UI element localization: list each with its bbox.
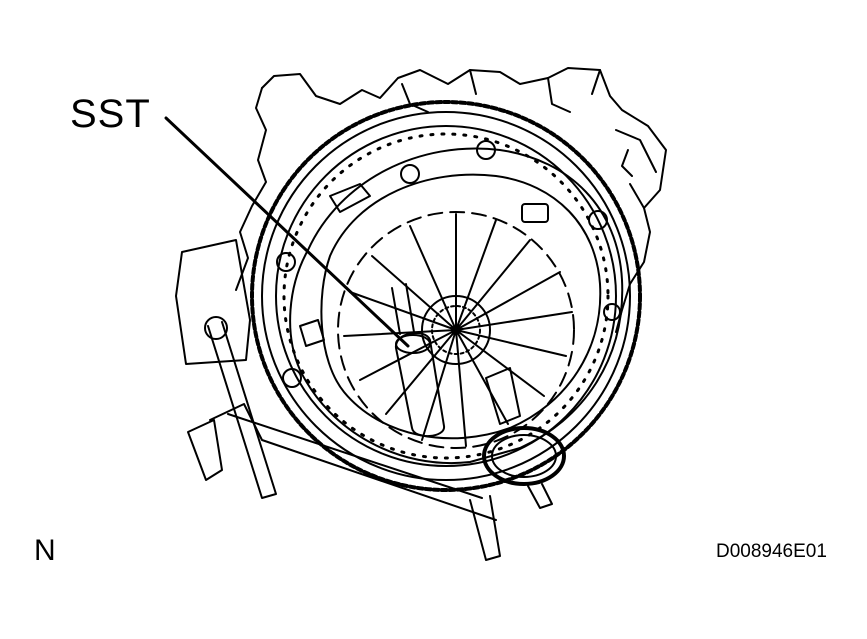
clutch-cover-outline: [289, 147, 624, 464]
hub-spline: [431, 305, 481, 355]
sst-tool-end: [395, 334, 431, 354]
cover-bolt: [588, 210, 608, 230]
stand-knob: [187, 419, 223, 481]
dial-indicator: [482, 367, 566, 509]
stand-arm: [469, 495, 501, 561]
flywheel-inner-rim: [275, 125, 617, 467]
cover-bolt: [276, 252, 296, 272]
sst-tool-shaft: [391, 283, 415, 335]
clutch-cover-inner: [320, 173, 602, 440]
magnetic-base: [175, 239, 251, 365]
cover-bolt: [476, 140, 496, 160]
sst-leader-line: [164, 116, 410, 348]
flywheel-rim: [261, 111, 631, 481]
flywheel-ring-gear: [250, 100, 642, 492]
view-label: N: [34, 534, 56, 567]
housing-right-detail: [615, 129, 657, 209]
cover-bolt: [603, 303, 621, 321]
hub-outer: [421, 295, 491, 365]
stand-clamp: [204, 316, 228, 340]
figure-id: D008946E01: [716, 541, 827, 562]
cover-bolt: [282, 368, 302, 388]
housing-left-edge: [235, 87, 267, 291]
diaphragm-spring: [337, 211, 575, 449]
flywheel-holes: [282, 132, 610, 460]
cover-tab: [329, 183, 371, 213]
cover-tab: [521, 203, 549, 223]
sst-label: SST: [70, 92, 151, 136]
cover-bolt: [400, 164, 420, 184]
stand-rod: [207, 321, 277, 499]
stand-crossbar: [209, 403, 497, 521]
cover-tab: [299, 319, 325, 347]
